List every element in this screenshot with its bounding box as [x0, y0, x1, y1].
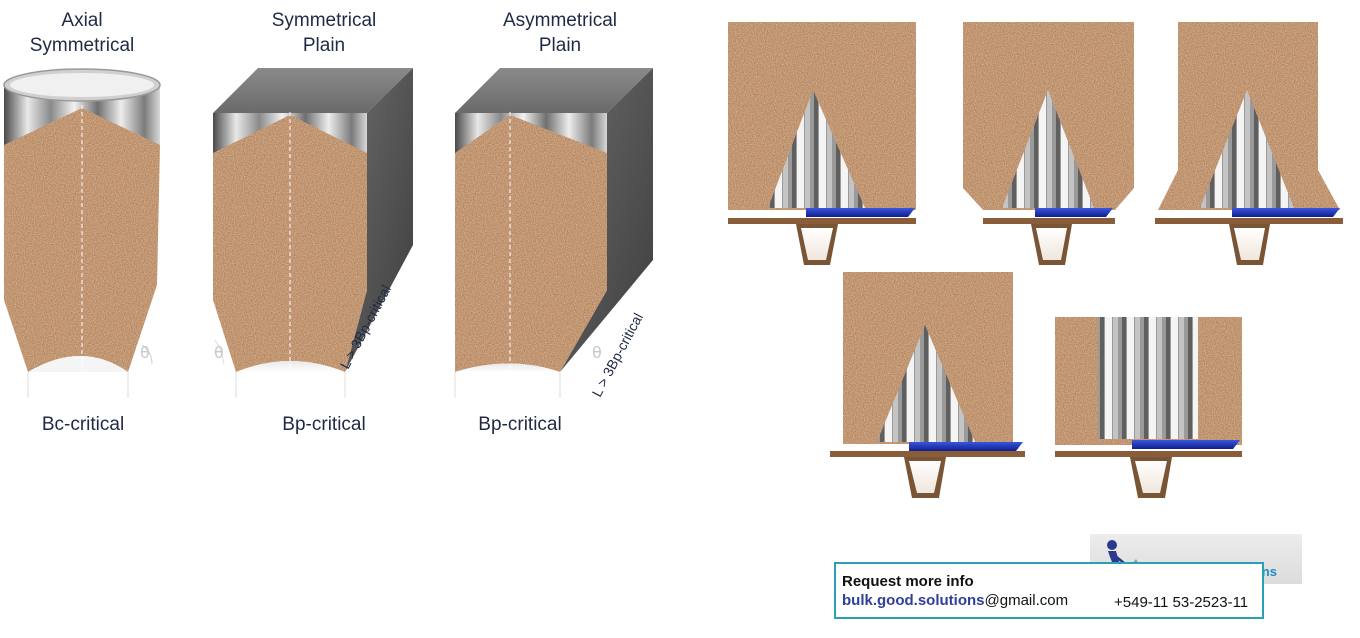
sym-outlet-label: Bp-critical: [282, 414, 365, 435]
asymmetric-plain-silo: [454, 68, 653, 398]
axial-silo: [3, 68, 161, 398]
contact-email[interactable]: bulk.good.solutions@gmail.com: [842, 592, 1068, 609]
asym-title-line1: Asymmetrical: [503, 10, 617, 31]
axial-theta-symbol: θ: [140, 343, 150, 362]
contact-phone: +549-11 53-2523-11: [1114, 594, 1249, 611]
asym-theta-symbol: θ: [592, 343, 602, 362]
axial-title-line1: Axial: [61, 10, 102, 31]
sym-title-line1: Symmetrical: [272, 10, 377, 31]
feeder-panel-1: [728, 22, 916, 265]
feeder-panel-5: [1055, 317, 1242, 498]
sym-title-line2: Plain: [303, 35, 345, 56]
contact-title: Request more info: [842, 573, 974, 590]
feeder-panel-4: [830, 272, 1025, 498]
sym-theta-symbol: θ: [214, 343, 224, 362]
contact-box: Request more info bulk.good.solutions@gm…: [834, 562, 1264, 619]
symmetric-plain-silo: [213, 68, 413, 398]
email-user[interactable]: bulk.good.solutions: [842, 592, 985, 609]
asym-title-line2: Plain: [539, 35, 581, 56]
axial-outlet-label: Bc-critical: [42, 414, 124, 435]
axial-title-line2: Symmetrical: [30, 35, 135, 56]
email-domain[interactable]: @gmail.com: [984, 592, 1069, 609]
feeder-panel-2: [963, 22, 1134, 265]
asym-outlet-label: Bp-critical: [478, 414, 561, 435]
feeder-panel-3: [1155, 22, 1343, 265]
